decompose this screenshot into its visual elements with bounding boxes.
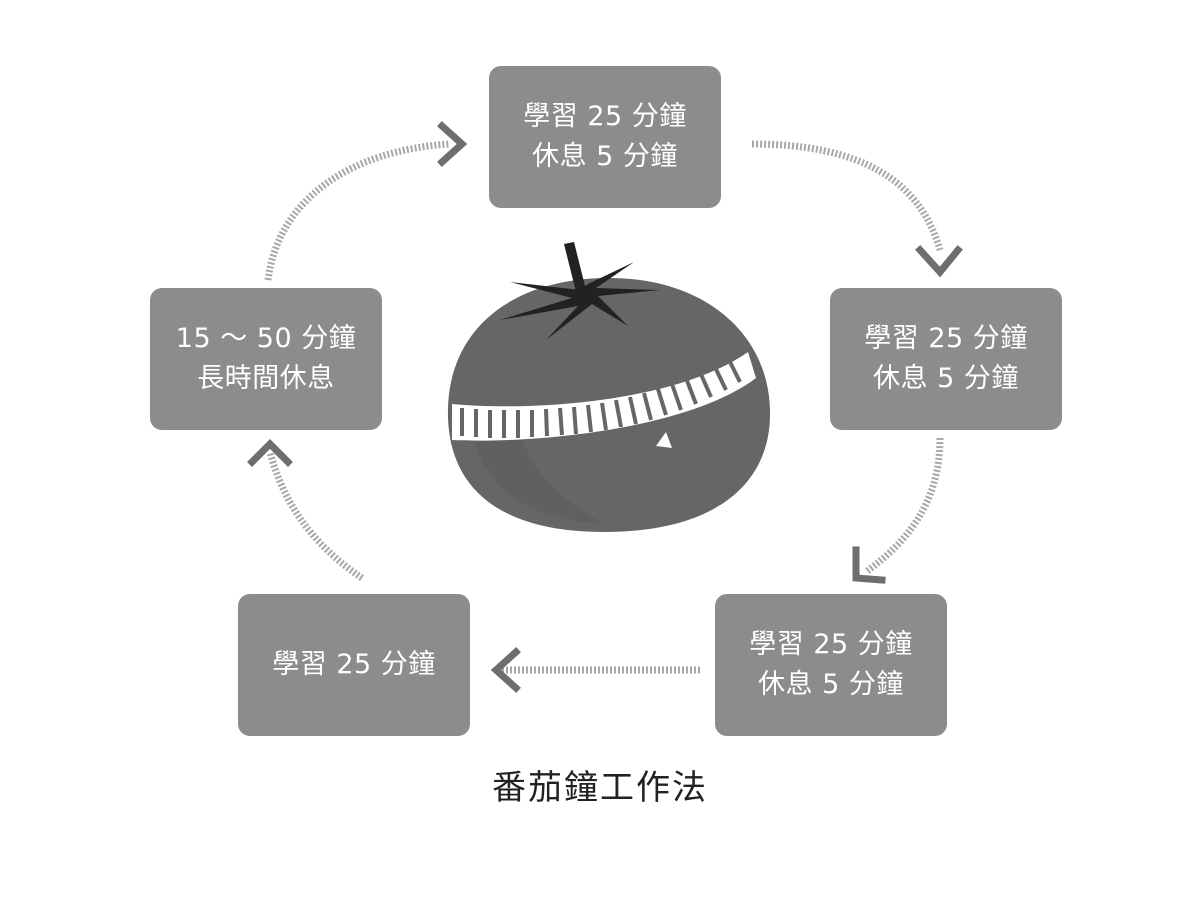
step-box-bottom-left: 學習 25 分鐘 xyxy=(238,594,470,736)
step-box-top: 學習 25 分鐘 休息 5 分鐘 xyxy=(489,66,721,208)
box-line: 學習 25 分鐘 xyxy=(864,323,1028,354)
pomodoro-tomato-timer-icon xyxy=(447,242,771,532)
box-line: 長時間休息 xyxy=(197,363,335,394)
arrow-left-to-top xyxy=(264,121,468,281)
box-line: 學習 25 分鐘 xyxy=(749,629,913,660)
arrow-top-to-right xyxy=(751,140,963,278)
diagram-caption: 番茄鐘工作法 xyxy=(492,768,708,808)
step-box-left: 15 ～ 50 分鐘 長時間休息 xyxy=(150,288,382,430)
box-line: 休息 5 分鐘 xyxy=(873,363,1019,394)
box-line: 休息 5 分鐘 xyxy=(532,141,678,172)
box-line: 15 ～ 50 分鐘 xyxy=(175,323,357,354)
arrow-bottom-left-to-left xyxy=(247,439,364,581)
arrow-bottom-right-to-bottom-left xyxy=(490,647,700,693)
step-box-right: 學習 25 分鐘 休息 5 分鐘 xyxy=(830,288,1062,430)
box-line: 休息 5 分鐘 xyxy=(758,669,904,700)
box-line: 學習 25 分鐘 xyxy=(523,101,687,132)
arrow-right-to-bottom-right xyxy=(852,437,944,584)
step-box-bottom-right: 學習 25 分鐘 休息 5 分鐘 xyxy=(715,594,947,736)
box-line: 學習 25 分鐘 xyxy=(272,649,436,680)
